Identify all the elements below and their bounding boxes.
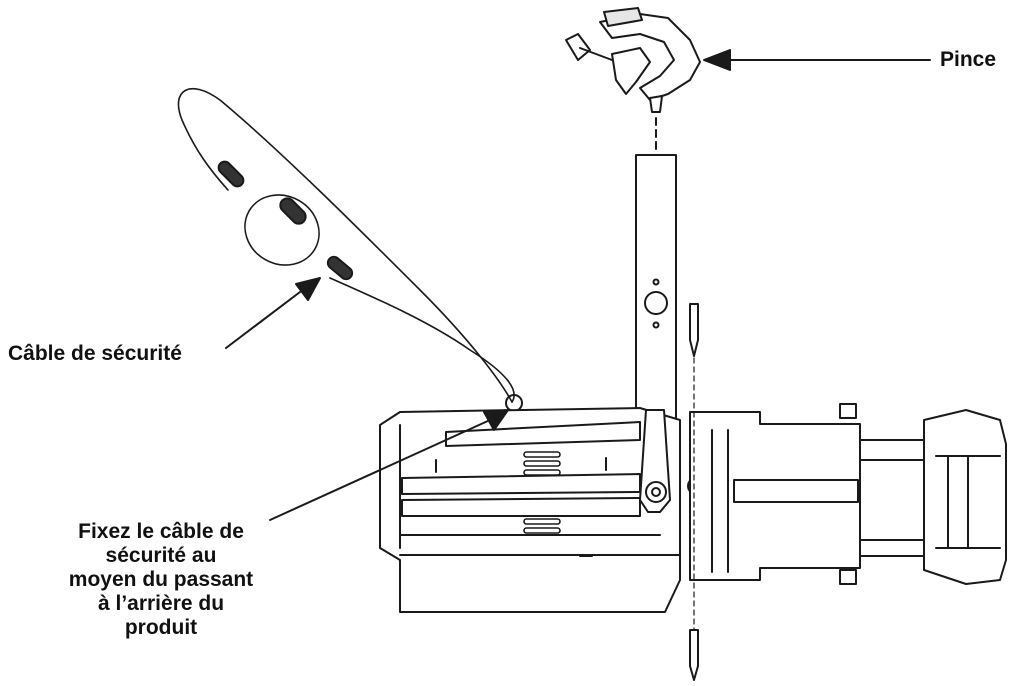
crimp-sleeve bbox=[217, 160, 245, 188]
safety-cable bbox=[177, 88, 523, 412]
crimp-sleeve bbox=[326, 255, 354, 281]
wing-nut bbox=[565, 33, 591, 61]
clamp-label: Pince bbox=[940, 48, 997, 71]
lens-tube bbox=[689, 403, 1007, 585]
instruction-line: produit bbox=[124, 616, 198, 639]
fixture-body bbox=[379, 407, 705, 613]
cable-ferrule-loop bbox=[244, 194, 320, 266]
instruction-line: à l’arrière du bbox=[97, 592, 225, 615]
instruction-line: moyen du passant bbox=[68, 568, 254, 591]
arrowhead bbox=[703, 49, 731, 71]
attach-instruction-label: Fixez le câble de sécurité au moyen du p… bbox=[20, 520, 302, 640]
arrowhead bbox=[295, 277, 321, 301]
front-barrel bbox=[923, 409, 1007, 585]
instruction-line: sécurité au bbox=[105, 544, 217, 567]
callout-arrows bbox=[225, 49, 931, 521]
shutter-handles bbox=[689, 303, 699, 681]
vent-slots bbox=[523, 451, 561, 534]
safety-cable-label: Câble de sécurité bbox=[8, 342, 182, 365]
arrowhead bbox=[483, 409, 509, 431]
clamp bbox=[565, 7, 701, 113]
crimp-sleeve bbox=[279, 197, 307, 225]
instruction-line: Fixez le câble de bbox=[78, 520, 244, 543]
